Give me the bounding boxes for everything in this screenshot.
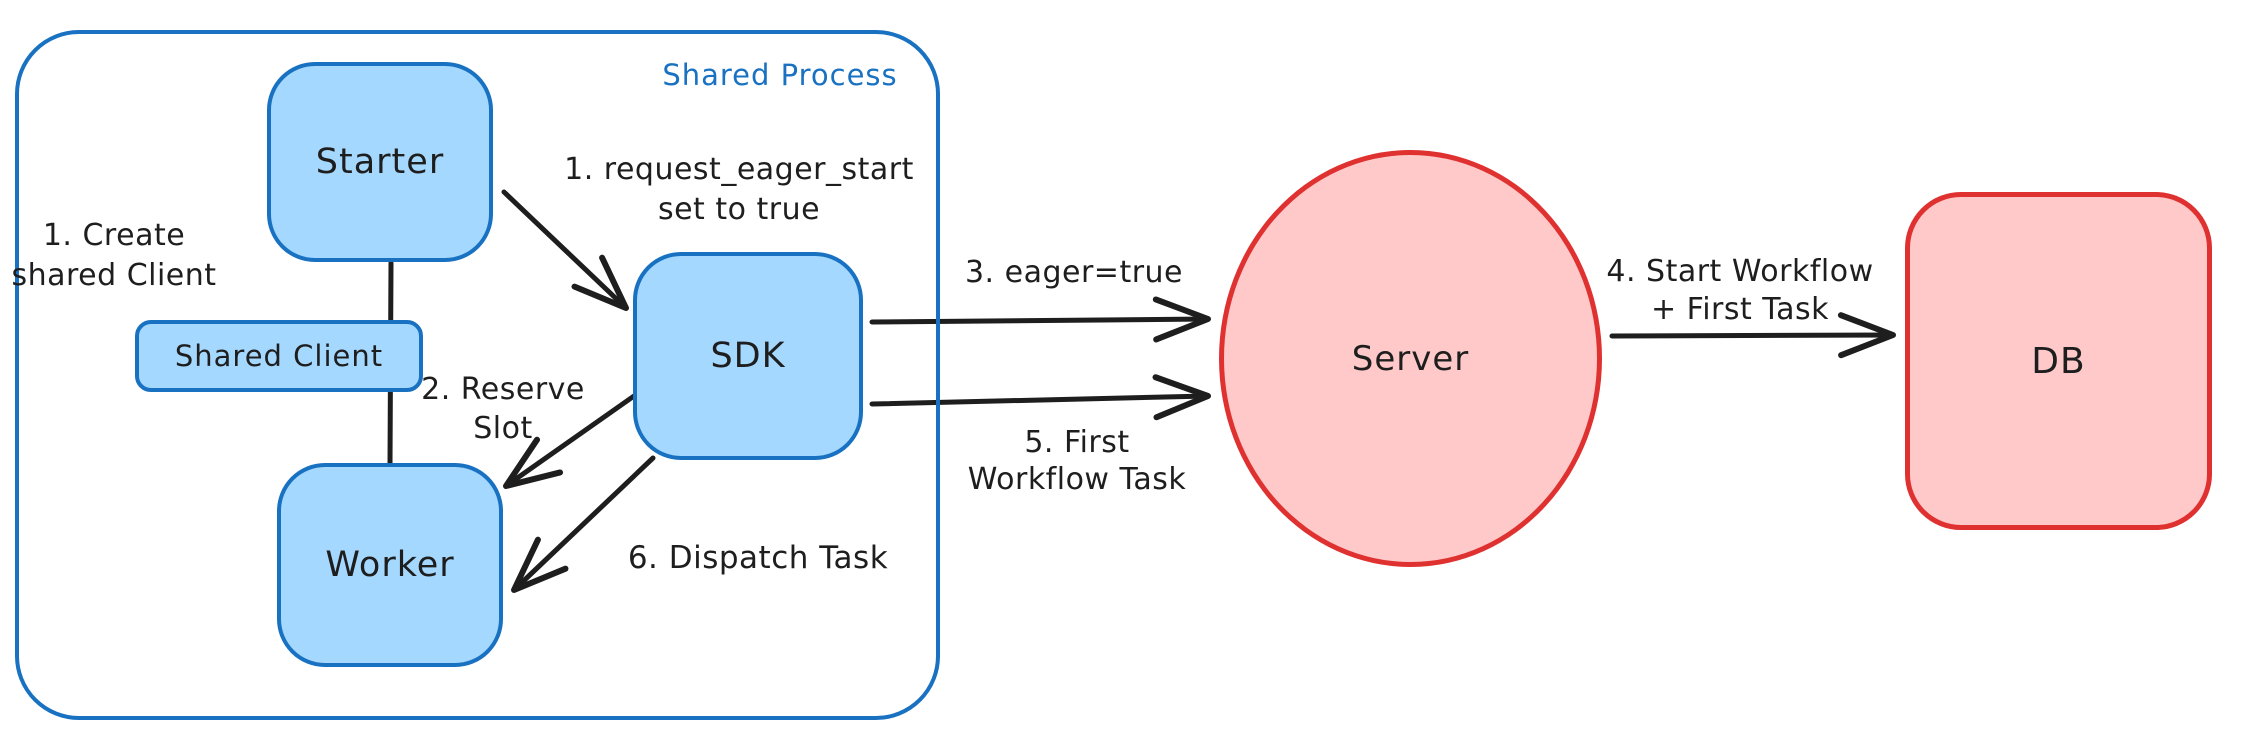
arrow-sdk-to-server-first-workflow-task <box>869 374 1211 421</box>
annotation-eager-true-text: 3. eager=true <box>964 255 1184 290</box>
annotation-reserve-slot-line1: 2. Reserve <box>421 372 585 407</box>
annotation-start-workflow: 4. Start Workflow + First Task <box>1590 253 1890 329</box>
annotation-create-shared-client: 1. Create shared Client <box>4 216 224 296</box>
annotation-create-shared-client-line2: shared Client <box>11 258 217 293</box>
server-node: Server <box>1219 150 1602 567</box>
annotation-reserve-slot-line2: Slot <box>473 411 533 446</box>
db-node: DB <box>1905 192 2212 530</box>
db-node-label: DB <box>2031 340 2086 382</box>
sdk-node: SDK <box>633 252 863 460</box>
arrow-starter-to-sdk <box>501 189 629 311</box>
annotation-first-workflow-task-line1: 5. First <box>1024 425 1130 460</box>
arrow-server-to-db <box>1609 312 1896 359</box>
arrow-sdk-to-server-eager <box>869 296 1211 343</box>
annotation-request-eager-start: 1. request_eager_start set to true <box>539 150 939 230</box>
starter-node-label: Starter <box>315 142 445 182</box>
annotation-start-workflow-line1: 4. Start Workflow <box>1606 254 1874 289</box>
shared-client-node-label: Shared Client <box>174 339 384 373</box>
worker-node-label: Worker <box>325 545 455 585</box>
annotation-create-shared-client-line1: 1. Create <box>42 218 186 253</box>
annotation-dispatch-task: 6. Dispatch Task <box>608 538 908 578</box>
annotation-reserve-slot: 2. Reserve Slot <box>393 370 613 448</box>
server-node-label: Server <box>1351 338 1470 379</box>
arrow-sdk-to-worker-reserve-slot <box>503 393 637 489</box>
sdk-node-label: SDK <box>710 336 786 376</box>
starter-node: Starter <box>267 62 493 262</box>
shared-process-label: Shared Process <box>662 58 898 92</box>
arrow-sdk-to-worker-dispatch-task <box>511 455 656 593</box>
annotation-first-workflow-task: 5. First Workflow Task <box>927 424 1227 498</box>
annotation-start-workflow-line2: + First Task <box>1650 292 1830 327</box>
annotation-first-workflow-task-line2: Workflow Task <box>967 462 1187 497</box>
worker-node: Worker <box>277 463 503 667</box>
annotation-request-eager-start-line2: set to true <box>657 192 821 227</box>
shared-client-node: Shared Client <box>135 320 423 392</box>
annotation-eager-true: 3. eager=true <box>924 253 1224 293</box>
shared-process-container <box>15 30 940 720</box>
annotation-dispatch-task-text: 6. Dispatch Task <box>627 540 889 576</box>
annotation-request-eager-start-line1: 1. request_eager_start <box>564 152 914 187</box>
